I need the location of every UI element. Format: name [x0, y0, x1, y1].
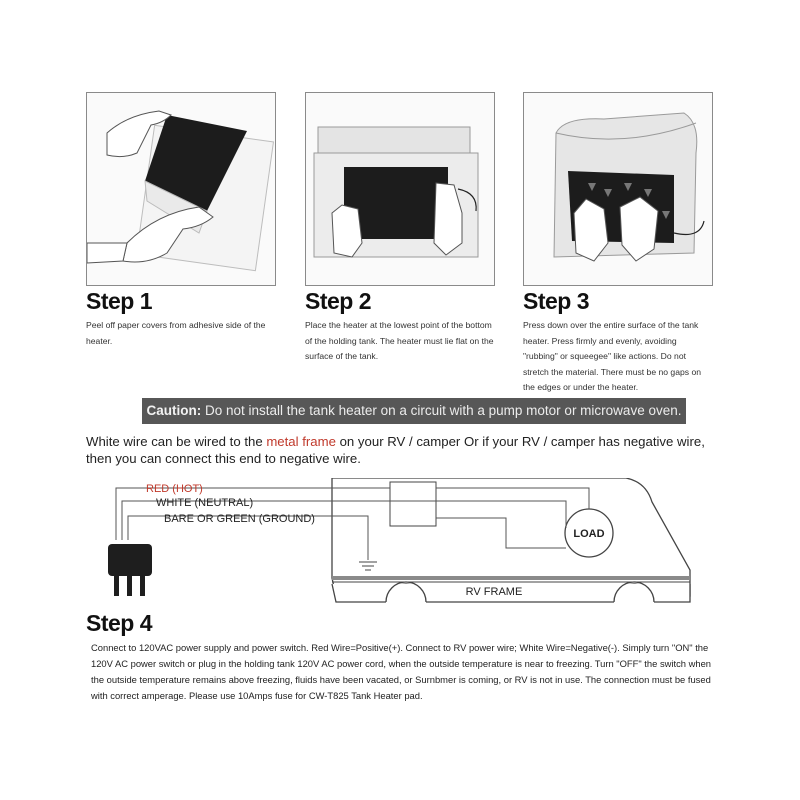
heater-pad	[145, 115, 247, 211]
step3-title: Step 3	[523, 288, 590, 314]
step1-illustration	[86, 92, 276, 286]
right-hand	[619, 196, 659, 262]
caution-label: Caution:	[146, 403, 202, 418]
step2-text: Place the heater at the lowest point of …	[305, 320, 494, 362]
white-wire	[121, 500, 567, 540]
step1-title: Step 1	[86, 288, 153, 314]
wire-label-ground: BARE OR GREEN (GROUND)	[164, 513, 315, 525]
rv-frame-bar	[332, 576, 690, 580]
right-hand	[433, 182, 463, 256]
ground-symbol	[359, 561, 377, 571]
heater-pad	[344, 167, 448, 239]
wiring-intro-before: White wire can be wired to the	[86, 434, 267, 449]
wiring-diagram: RED (HOT) WHITE (NEUTRAL) BARE OR GREEN …	[108, 478, 691, 613]
left-hand	[106, 110, 172, 158]
ground-wire	[127, 515, 369, 560]
step3-illustration	[523, 92, 713, 286]
metal-frame-highlight: metal frame	[266, 434, 336, 449]
wiring-intro: White wire can be wired to the metal fra…	[86, 433, 726, 467]
left-hand	[331, 204, 363, 258]
step1-text: Peel off paper covers from adhesive side…	[86, 320, 266, 346]
left-hand	[573, 198, 609, 262]
switch-box	[389, 481, 437, 527]
step4-text: Connect to 120VAC power supply and power…	[91, 642, 712, 701]
load-label: LOAD	[573, 528, 604, 540]
step2-illustration	[305, 92, 495, 286]
step3-text: Press down over the entire surface of th…	[523, 320, 702, 393]
wire-label-red: RED (HOT)	[146, 483, 203, 495]
caution-text: Do not install the tank heater on a circ…	[201, 403, 682, 418]
step2-title: Step 2	[305, 288, 372, 314]
rv-frame-label: RV FRAME	[466, 586, 523, 598]
red-wire	[115, 487, 590, 540]
wire-label-white: WHITE (NEUTRAL)	[156, 497, 253, 509]
plug-icon	[108, 544, 152, 596]
wiring-intro-after: on your RV / camper Or if your RV / camp…	[86, 434, 705, 466]
right-hand	[122, 206, 214, 263]
caution-banner: Caution: Do not install the tank heater …	[142, 398, 686, 424]
step4-title: Step 4	[86, 610, 153, 636]
